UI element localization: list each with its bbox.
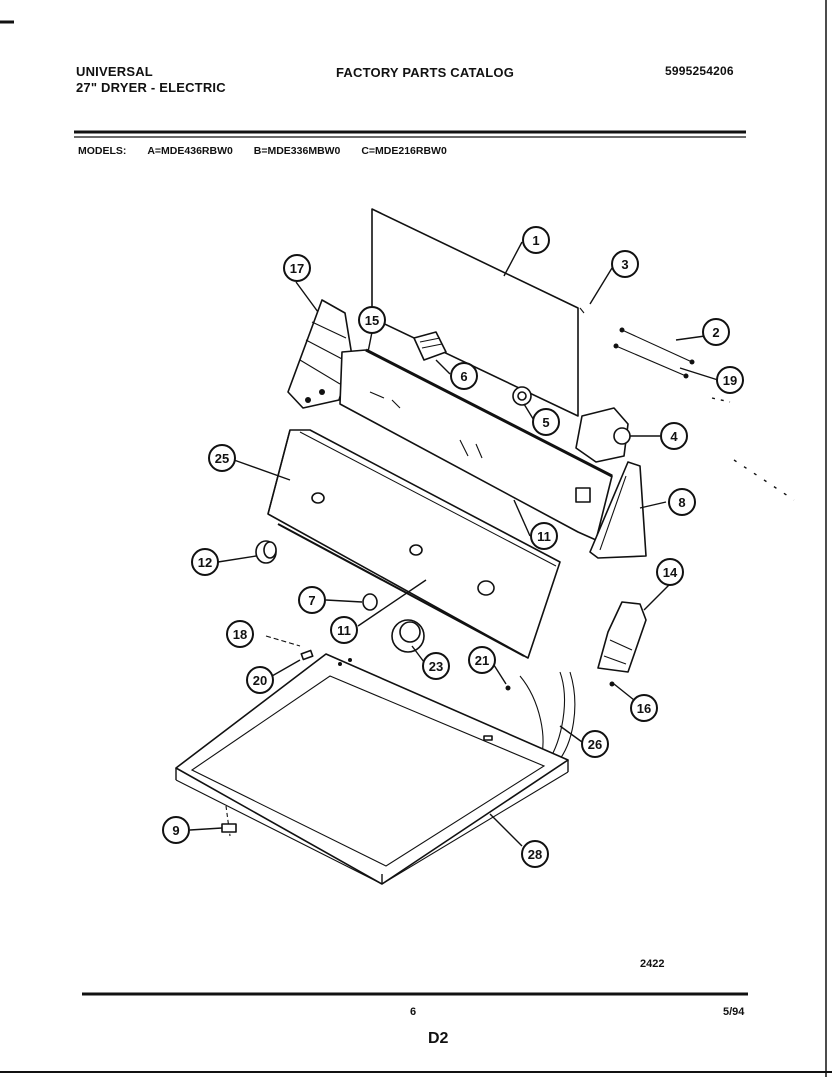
- svg-text:9: 9: [172, 823, 179, 838]
- right-end-cap-part: [589, 461, 647, 559]
- print-date: 5/94: [723, 1006, 745, 1018]
- svg-text:16: 16: [637, 701, 651, 716]
- push-switch-part: [512, 386, 532, 406]
- callout-6: 6: [450, 362, 478, 390]
- callout-4: 4: [660, 422, 688, 450]
- models-label: MODELS:: [78, 145, 127, 157]
- callout-3: 3: [611, 250, 639, 278]
- screws-part: [265, 635, 314, 661]
- callout-19: 19: [716, 366, 744, 394]
- svg-text:12: 12: [198, 555, 212, 570]
- top-cover-part: [175, 653, 569, 885]
- catalog-title: FACTORY PARTS CATALOG: [336, 65, 515, 80]
- callout-1: 1: [522, 226, 550, 254]
- svg-text:2: 2: [712, 325, 719, 340]
- callout-11-lower: 11: [330, 616, 358, 644]
- svg-text:17: 17: [290, 261, 304, 276]
- leveler-part: [221, 805, 237, 837]
- callout-18: 18: [226, 620, 254, 648]
- models-line: MODELS: A=MDE436RBW0 B=MDE336MBW0 C=MDE2…: [78, 145, 465, 157]
- callout-25: 25: [208, 444, 236, 472]
- switch-part: [413, 331, 447, 361]
- model-b: B=MDE336MBW0: [253, 145, 341, 157]
- callout-11-upper: 11: [530, 522, 558, 550]
- door-switch-part: [597, 601, 647, 687]
- svg-text:11: 11: [337, 623, 351, 638]
- callout-8: 8: [668, 488, 696, 516]
- callout-20: 20: [246, 666, 274, 694]
- callout-15: 15: [358, 306, 386, 334]
- back-panel-part: [371, 208, 585, 417]
- left-end-bracket-part: [287, 299, 353, 409]
- small-knob-part: [362, 593, 378, 611]
- svg-text:26: 26: [588, 737, 602, 752]
- control-panel-front-part: [267, 429, 561, 659]
- svg-text:25: 25: [215, 451, 229, 466]
- svg-text:1: 1: [532, 233, 539, 248]
- page-number: 6: [410, 1006, 417, 1018]
- leader-lines: [189, 241, 795, 847]
- svg-text:6: 6: [460, 369, 467, 384]
- drawing-code: 2422: [640, 958, 665, 970]
- callout-21: 21: [468, 646, 496, 674]
- callout-26: 26: [581, 730, 609, 758]
- screw-part: [505, 685, 511, 691]
- callout-17: 17: [283, 254, 311, 282]
- callout-28: 28: [521, 840, 549, 868]
- model-c: C=MDE216RBW0: [361, 145, 447, 157]
- callout-5: 5: [532, 408, 560, 436]
- svg-text:15: 15: [365, 313, 379, 328]
- svg-text:3: 3: [621, 257, 628, 272]
- callout-9: 9: [162, 816, 190, 844]
- timer-knob-part: [391, 619, 425, 653]
- svg-text:11: 11: [537, 529, 551, 544]
- svg-text:7: 7: [308, 593, 315, 608]
- svg-text:4: 4: [670, 429, 678, 444]
- callout-2: 2: [702, 318, 730, 346]
- knob-part: [255, 540, 277, 564]
- model-a: A=MDE436RBW0: [147, 145, 233, 157]
- svg-text:21: 21: [475, 653, 489, 668]
- svg-text:5: 5: [542, 415, 549, 430]
- callout-16: 16: [630, 694, 658, 722]
- svg-text:20: 20: [253, 673, 267, 688]
- wire-harness-part: [613, 327, 695, 379]
- callout-12: 12: [191, 548, 219, 576]
- svg-text:8: 8: [678, 495, 685, 510]
- svg-text:18: 18: [233, 627, 247, 642]
- svg-text:19: 19: [723, 373, 737, 388]
- timer-part: [575, 407, 631, 463]
- catalog-number: 5995254206: [665, 64, 734, 78]
- callout-23: 23: [422, 652, 450, 680]
- svg-text:28: 28: [528, 847, 542, 862]
- section-code: D2: [428, 1030, 449, 1047]
- svg-text:23: 23: [429, 659, 443, 674]
- brand-name: UNIVERSAL: [76, 64, 153, 79]
- callout-7: 7: [298, 586, 326, 614]
- callout-14: 14: [656, 558, 684, 586]
- svg-text:14: 14: [663, 565, 678, 580]
- product-name: 27" DRYER - ELECTRIC: [76, 80, 226, 95]
